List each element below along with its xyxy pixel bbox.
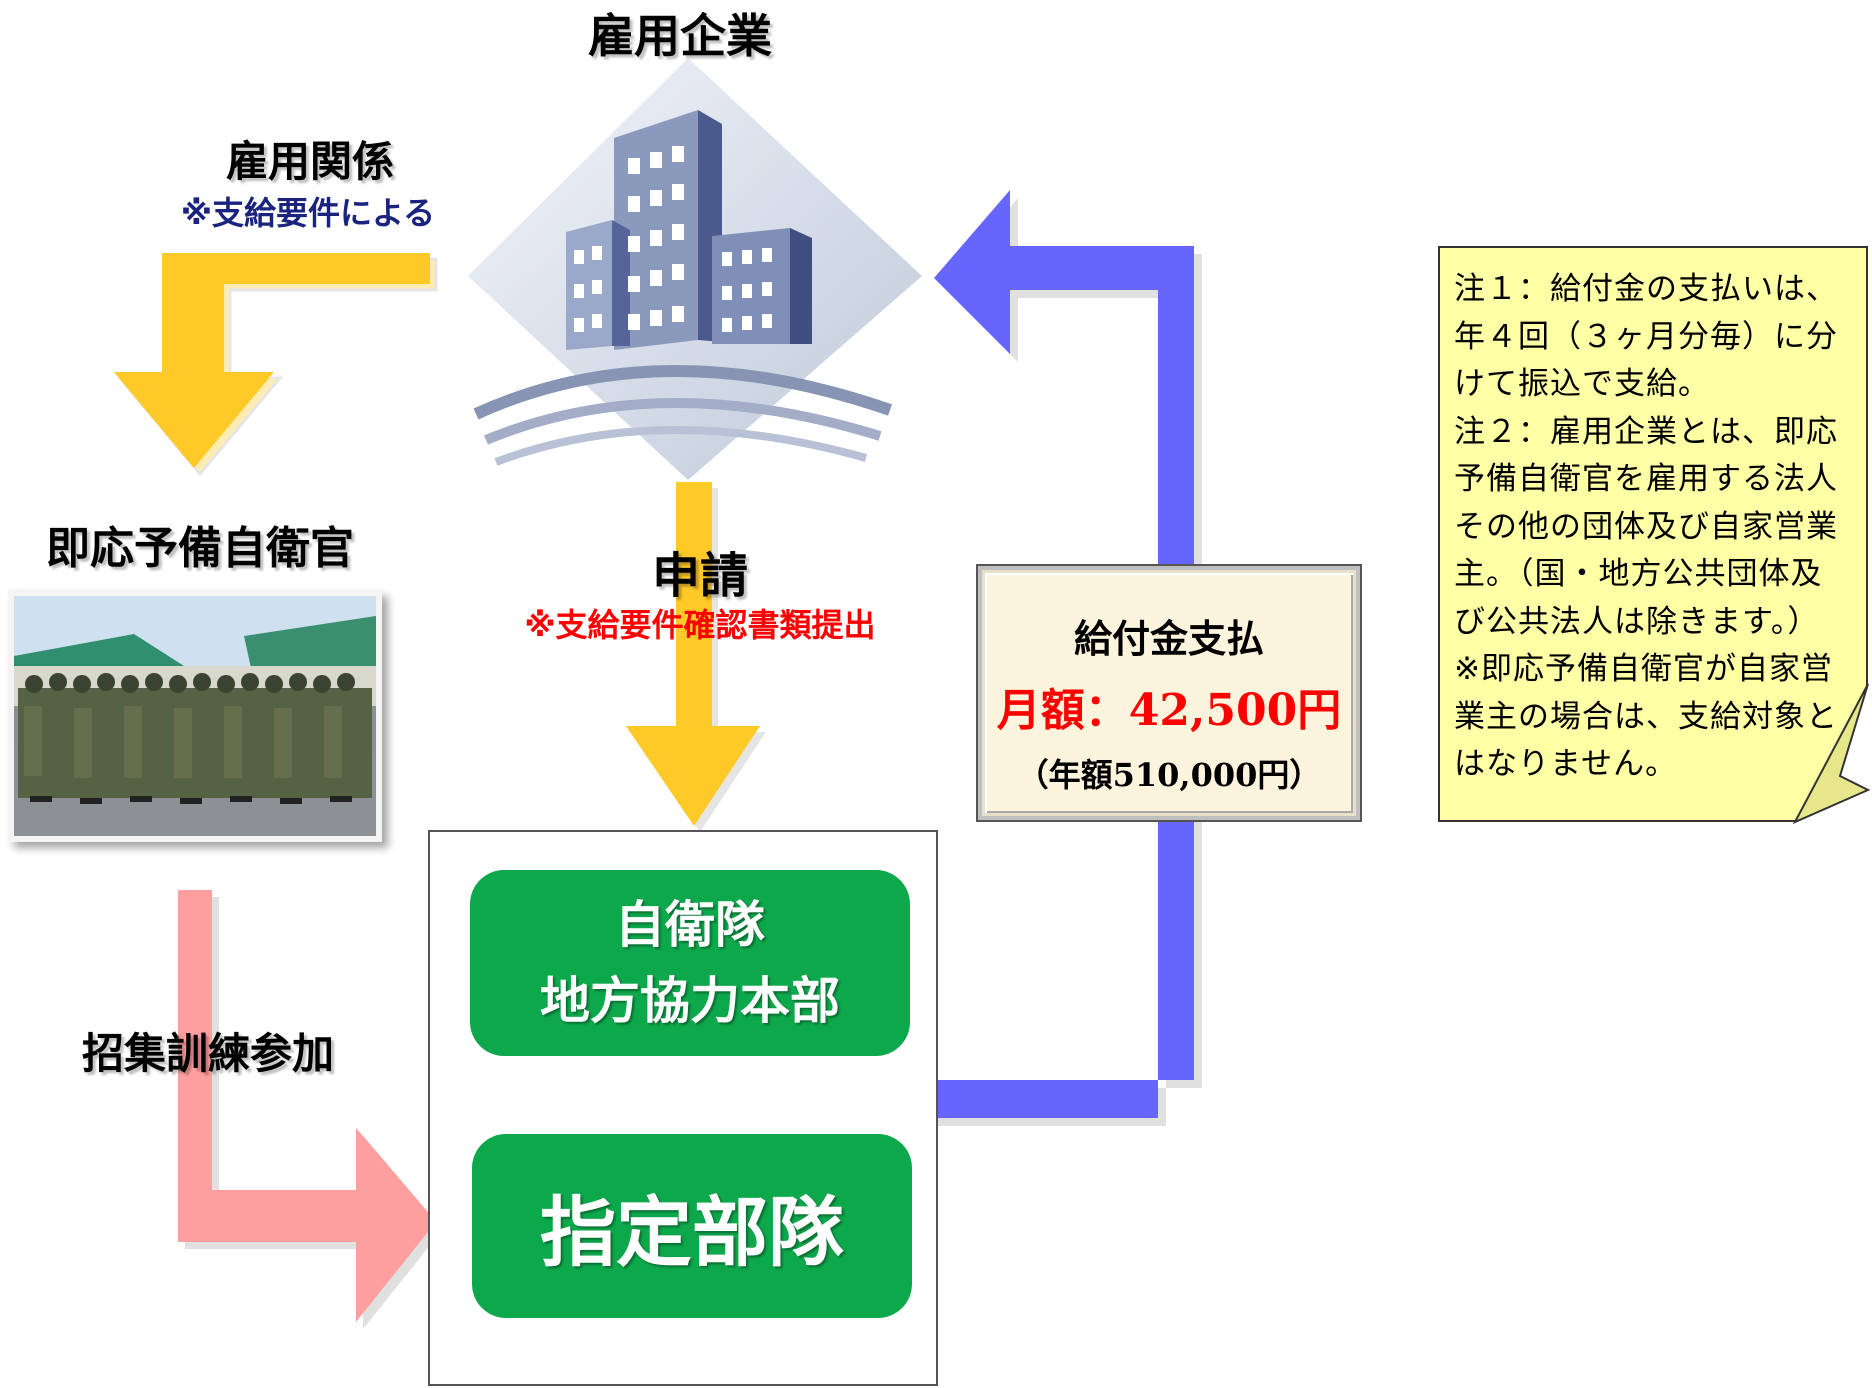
pco-line-1: 自衛隊 xyxy=(615,887,765,963)
note-line: 注１：給付金の支払いは、 xyxy=(1454,266,1858,314)
note-line: 年４回（３ヶ月分毎）に分 xyxy=(1454,314,1858,362)
payment-monthly-amount: 月額：42,500円 xyxy=(982,674,1356,738)
provincial-cooperation-office-box: 自衛隊 地方協力本部 xyxy=(470,870,910,1056)
soldiers-photo-drawing xyxy=(14,596,376,836)
training-label: 招集訓練参加 xyxy=(38,1020,378,1081)
designated-unit-label: 指定部隊 xyxy=(540,1171,844,1281)
application-label: 申請 xyxy=(630,536,770,606)
payment-title: 給付金支払 xyxy=(982,608,1356,663)
payment-box: 給付金支払 月額：42,500円 （年額510,000円） xyxy=(978,566,1360,820)
soldiers-saluting-photo xyxy=(8,590,382,842)
designated-unit-box: 指定部隊 xyxy=(472,1134,912,1318)
reservist-label: 即応予備自衛官 xyxy=(20,512,380,576)
note-line: 注２：雇用企業とは、即応 xyxy=(1454,409,1858,457)
pco-line-2: 地方協力本部 xyxy=(540,963,840,1039)
note-line: 予備自衛官を雇用する法人 xyxy=(1454,456,1858,504)
company-title: 雇用企業 xyxy=(560,0,800,66)
note-line: び公共法人は除きます。） xyxy=(1454,599,1858,647)
payment-annual-amount: （年額510,000円） xyxy=(982,750,1356,796)
note-line: けて振込で支給。 xyxy=(1454,361,1858,409)
application-note: ※支給要件確認書類提出 xyxy=(480,600,920,646)
note-line: ※即応予備自衛官が自家営 xyxy=(1454,646,1858,694)
note-line: はなりません。 xyxy=(1454,741,1858,789)
note-line: その他の団体及び自家営業 xyxy=(1454,504,1858,552)
note-line: 主。（国・地方公共団体及 xyxy=(1454,551,1858,599)
training-arrow xyxy=(185,897,443,1329)
notes-box: 注１：給付金の支払いは、 年４回（３ヶ月分毎）に分 けて振込で支給。 注２：雇用… xyxy=(1438,246,1868,822)
employment-note: ※支給要件による xyxy=(148,188,468,234)
office-buildings-icon xyxy=(468,58,922,480)
note-line: 業主の場合は、支給対象と xyxy=(1454,694,1858,742)
employment-relation-label: 雇用関係 xyxy=(200,128,420,189)
